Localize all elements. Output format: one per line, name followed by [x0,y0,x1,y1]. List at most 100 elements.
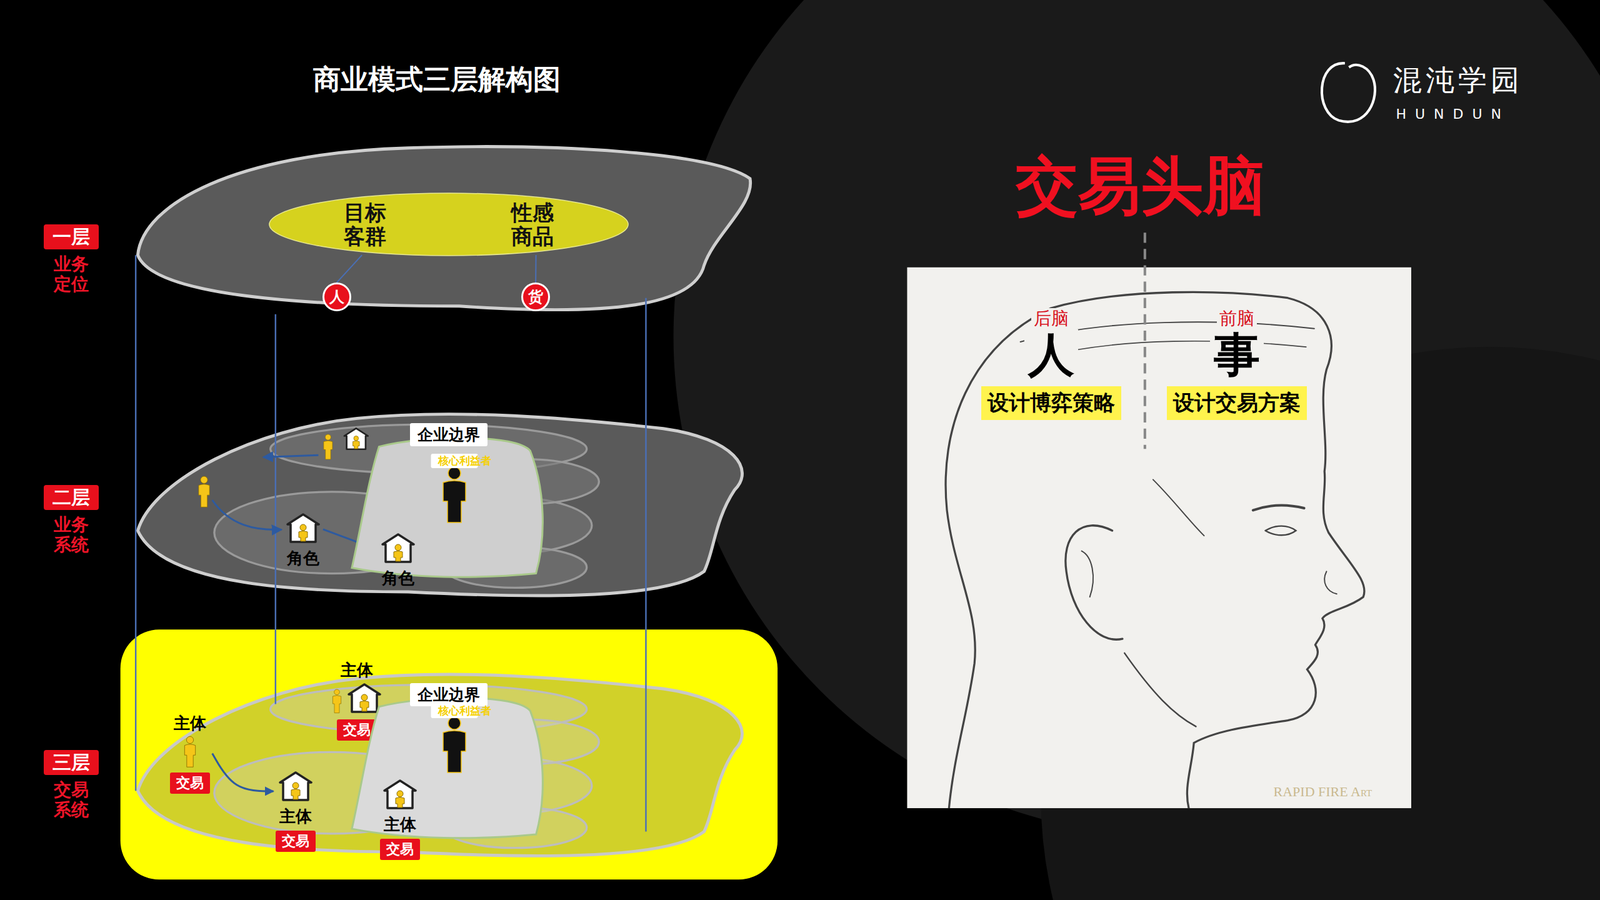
subject-box: 主体交易 [275,770,316,854]
decor-line [275,314,277,705]
layer-badge-text: 业务定位 [53,254,89,295]
brain-zone: 后脑人设计博弈策略 [981,308,1122,420]
decor-path [1153,479,1205,536]
marker-circle: 货 [521,282,550,312]
decor-use [280,772,312,800]
core-person-text: 核心利益者 [430,703,478,719]
house-icon [278,770,314,802]
decor-path [1065,525,1123,640]
subject-box: 主体交易 [380,778,420,862]
logo-text: 混沌学园 [1393,61,1524,100]
icon-holder [380,532,416,567]
role-box-text: 角色 [286,547,320,570]
layer-badge-text: 三层 [43,750,99,775]
layer-badge-text: 一层 [43,224,99,250]
marker-circle-text: 人 [329,289,345,305]
head-sketch [945,291,1365,809]
brain-zone-text: 后脑 [1031,308,1072,330]
decor-use [382,534,414,562]
layer-badge: 二层业务系统 [43,485,99,555]
link-line [535,255,537,283]
layer-badge-text: 二层 [43,485,99,510]
flow-arrow [212,753,274,791]
brain-zone: 前脑事设计交易方案 [1166,308,1307,420]
logo-circle [1321,63,1375,122]
boundary-region-text: 企业边界 [410,423,488,447]
icon-holder [382,778,418,813]
boundary-region: 企业边界核心利益者 [351,695,546,835]
target-oval-text: 性感商品 [511,200,554,249]
link-line [336,255,362,283]
marker-circle-text: 货 [528,289,544,305]
decor-use [333,689,342,714]
subject-box-text: 交易 [380,838,420,860]
decor-path [945,291,1365,809]
oval-group [214,424,600,588]
arrow [212,500,282,530]
layer-blob [137,146,750,310]
subject-box-text: 主体 [383,813,417,836]
brain-zone-text: 前脑 [1216,308,1257,330]
decor-line [645,298,647,832]
house-icon [380,532,416,564]
decor-use [348,684,380,712]
subject-box-text: 主体 [173,712,207,735]
boundary-region: 企业边界核心利益者 [351,435,546,574]
figure-head [448,716,461,730]
icon-holder [278,770,314,805]
brain-zone-text: 设计交易方案 [1166,386,1307,420]
decor-use [384,780,416,809]
person-icon [198,476,210,507]
decor-path [1253,505,1305,511]
layer-badge: 三层交易系统 [43,750,99,820]
target-oval: 目标客群 性感商品 [267,191,630,257]
oval-shape [269,193,629,256]
decor-path [1081,551,1094,597]
house-icon [382,778,418,810]
role-box: 角色 [380,532,416,590]
layer-blob-group [137,414,742,596]
headline: 交易头脑 [1015,145,1266,230]
decor-path [1324,571,1337,594]
region-shape [351,698,543,839]
subject-box: 主体交易 [170,711,210,796]
subject-box-text: 主体 [279,805,312,828]
subject-box-text: 交易 [275,830,316,852]
layer-badge-text: 交易系统 [53,780,89,820]
house-icon [344,428,369,449]
logo-text: HUNDUN [1395,106,1510,122]
arrow [263,455,319,457]
marker-circle: 人 [322,282,352,312]
layer-blob [137,674,742,856]
role-box: 角色 [285,512,321,570]
icon-holder [181,735,199,771]
core-figure [434,466,475,524]
icon-holder [285,512,321,547]
fig-icon [181,735,199,769]
divider-dashed [1143,232,1147,449]
housefig-icon [330,682,384,715]
brain-zone-text: 事 [1210,329,1264,380]
decor-use [184,736,195,767]
subject-box-text: 交易 [170,772,210,794]
decor-line [135,255,137,791]
subject-box-text: 主体 [340,659,374,682]
decor-path [1265,526,1296,536]
icon-holder [330,682,384,718]
region-shape [351,438,543,578]
target-oval-text: 目标客群 [343,200,387,249]
decor-use [287,514,319,542]
figure-head [448,466,461,480]
layer-badge-text: 业务系统 [53,515,89,555]
core-person: 核心利益者 [434,466,475,524]
layer-blob-group [137,674,742,856]
person-icon [323,434,333,460]
figure-body [443,730,466,773]
layer-badge: 一层业务定位 [43,224,99,295]
diagram-title: 商业模式三层解构图 [313,61,561,99]
decor-path [1040,341,1306,358]
